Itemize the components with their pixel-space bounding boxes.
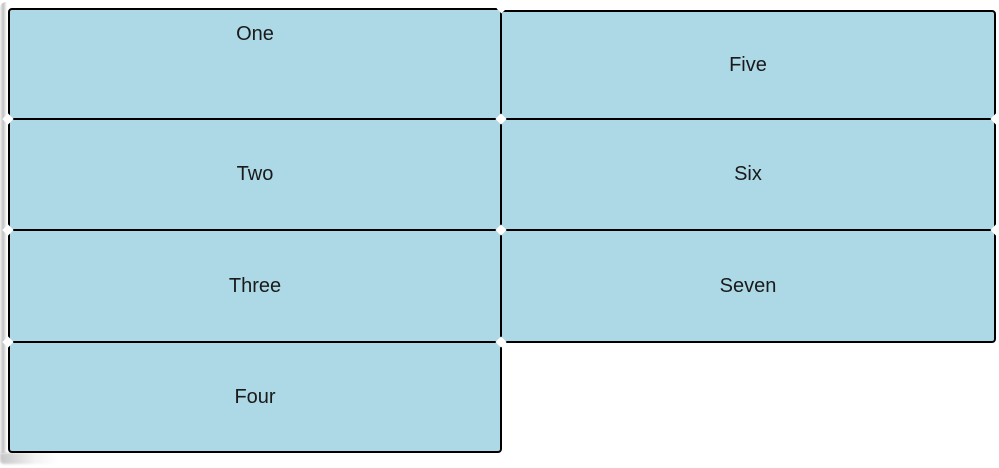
tile-one[interactable]: One: [8, 8, 502, 120]
tile-six[interactable]: Six: [500, 118, 996, 231]
tile-five-label: Five: [729, 53, 767, 76]
tile-seven-label: Seven: [719, 274, 777, 297]
tile-five[interactable]: Five: [500, 10, 996, 120]
tile-three[interactable]: Three: [8, 229, 502, 343]
tile-four-label: Four: [234, 385, 276, 408]
tile-one-label: One: [236, 23, 274, 45]
tile-four[interactable]: Four: [8, 341, 502, 453]
tile-three-label: Three: [228, 274, 282, 297]
tile-six-label: Six: [734, 163, 762, 185]
tile-two-label: Two: [236, 163, 274, 185]
tile-seven[interactable]: Seven: [500, 229, 996, 343]
tile-two[interactable]: Two: [8, 118, 502, 231]
page-edge-shadow-bottom: [0, 453, 58, 464]
